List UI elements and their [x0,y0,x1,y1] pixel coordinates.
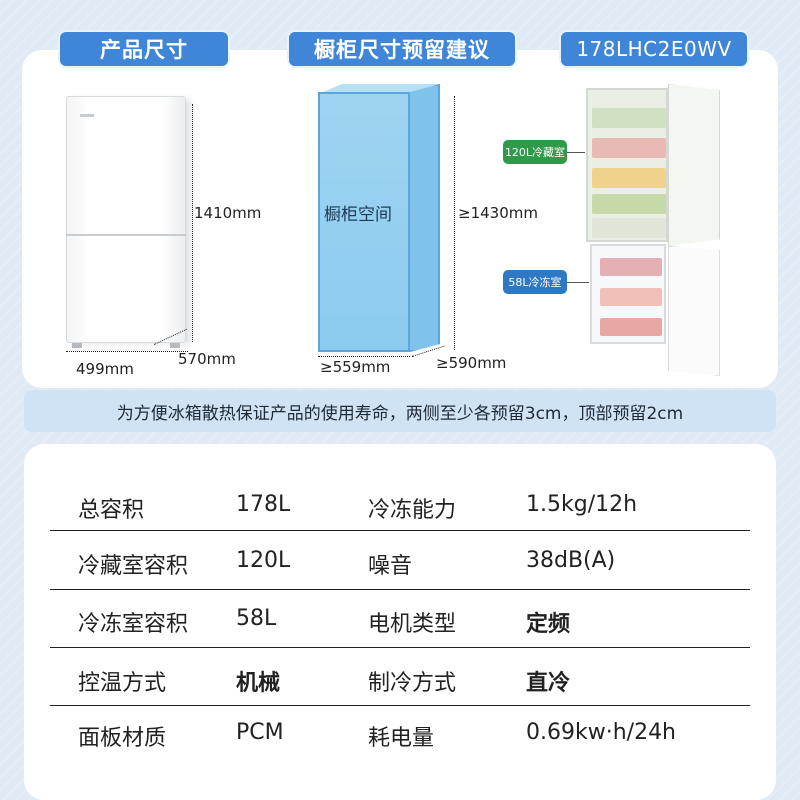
fridge-foot-right [170,343,180,348]
freezer-door [668,246,720,376]
cabinet-front-face [318,92,410,352]
spec-key: 电机类型 [368,612,457,637]
product-height-label: 1410mm [194,204,262,222]
spec-row: 冷藏室容积 120L 噪音 38dB(A) [50,534,750,592]
model-number-tab: 178LHC2E0WV [559,30,749,68]
fridge-shelf [592,194,666,214]
spec-value: 38dB(A) [526,548,616,573]
spec-value: 120L [236,548,291,573]
spec-key: 总容积 [78,498,145,523]
freezer-badge-pointer [567,282,589,283]
spec-value: 178L [236,492,291,517]
fridge-side [186,102,192,342]
spec-value: 0.69kw·h/24h [526,720,677,745]
spec-key: 制冷方式 [368,671,457,696]
product-size-tab: 产品尺寸 [58,30,230,68]
product-width-label: 499mm [76,360,134,378]
freezer-drawer [600,258,662,276]
cabinet-top-face [318,84,440,94]
cabinet-side-face [410,84,440,352]
spec-key: 冷冻室容积 [78,612,189,637]
spec-row: 总容积 178L 冷冻能力 1.5kg/12h [50,478,750,536]
spec-divider [50,589,750,590]
fridge-shelf [592,168,666,188]
spec-key: 噪音 [368,554,413,579]
freezer-drawer [600,318,662,336]
fridge-logo [80,114,94,117]
height-dimension-line [192,104,193,342]
product-depth-label: 570mm [178,350,236,368]
fridge-door-gap [66,234,186,236]
spec-divider [50,705,750,706]
spec-key: 冷冻能力 [368,498,457,523]
cabinet-height-line [454,96,455,350]
freezer-volume-badge: 58L冷冻室 [503,270,567,294]
spec-value: PCM [236,720,284,745]
fridge-volume-badge: 120L冷藏室 [503,140,567,164]
fridge-foot-left [72,343,82,348]
fridge-upper-door [668,84,720,246]
width-dimension-line [66,351,188,352]
spec-key: 耗电量 [368,726,435,751]
spec-row: 冷冻室容积 58L 电机类型 定频 [50,592,750,650]
spec-key: 控温方式 [78,671,167,696]
spec-value: 机械 [236,671,281,696]
cabinet-width-label: ≥559mm [320,358,391,376]
fridge-illustration [66,96,192,348]
spec-value: 定频 [526,612,571,637]
fridge-shelf [592,108,666,128]
spec-divider [50,530,750,531]
cabinet-depth-label: ≥590mm [436,354,507,372]
spec-key: 冷藏室容积 [78,554,189,579]
freezer-compartment [590,244,666,344]
spec-value: 直冷 [526,671,571,696]
fridge-body [66,96,186,343]
cabinet-suggestion-tab: 橱柜尺寸预留建议 [287,30,517,68]
cabinet-space-label: 橱柜空间 [324,205,392,225]
spec-row: 控温方式 机械 制冷方式 直冷 [50,651,750,709]
spec-panel [24,444,776,800]
cabinet-width-line [318,356,410,357]
spec-value: 1.5kg/12h [526,492,638,517]
spec-key: 面板材质 [78,726,167,751]
spec-row: 面板材质 PCM 耗电量 0.69kw·h/24h [50,706,750,764]
open-fridge-photo [580,84,740,380]
fridge-compartment [586,88,668,242]
freezer-drawer [600,288,662,306]
cabinet-height-label: ≥1430mm [458,204,538,222]
fridge-shelf [592,138,666,158]
fridge-crisper [592,218,666,238]
spec-divider [50,647,750,648]
fridge-badge-pointer [567,152,585,153]
installation-note: 为方便冰箱散热保证产品的使用寿命，两侧至少各预留3cm，顶部预留2cm [24,390,776,432]
spec-value: 58L [236,606,277,631]
